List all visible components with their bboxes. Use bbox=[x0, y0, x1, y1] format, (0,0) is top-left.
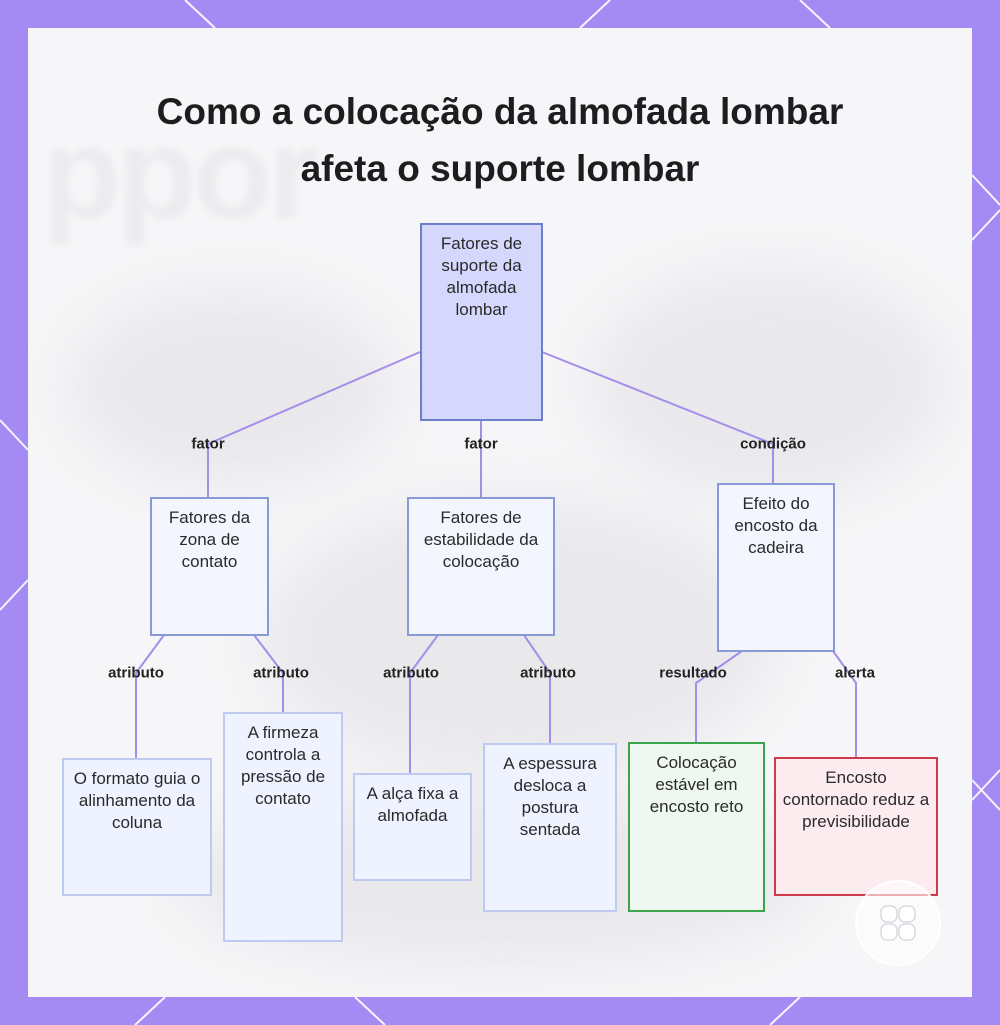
edge-label-alerta: alerta bbox=[834, 664, 876, 682]
node-stable-placement: Colocação estável em encosto reto bbox=[628, 742, 765, 912]
edge-label-atributo: atributo bbox=[253, 664, 309, 682]
edge-label-atributo: atributo bbox=[108, 664, 164, 682]
edge-root-backrest bbox=[541, 351, 774, 483]
edge-contact-firmness bbox=[253, 634, 284, 712]
edge-stability-thickness bbox=[523, 634, 551, 743]
edge-backrest-stable bbox=[695, 650, 743, 742]
node-firmness-pressure: A firmeza controla a pressão de contato bbox=[223, 712, 343, 942]
edge-label-fator: fator bbox=[464, 435, 498, 453]
edge-label-atributo: atributo bbox=[383, 664, 439, 682]
edge-label-condicao: condição bbox=[740, 435, 806, 453]
node-support-factors: Fatores de suporte da almofada lombar bbox=[420, 223, 543, 421]
node-strap-fixes: A alça fixa a almofada bbox=[353, 773, 472, 881]
edge-label-fator: fator bbox=[191, 435, 225, 453]
edge-contact-shape bbox=[135, 634, 165, 758]
background-blur bbox=[588, 268, 948, 498]
edge-backrest-contoured bbox=[832, 650, 857, 757]
node-contact-zone: Fatores da zona de contato bbox=[150, 497, 269, 636]
background-blur bbox=[68, 288, 398, 488]
edge-label-atributo: atributo bbox=[520, 664, 576, 682]
brand-logo-icon bbox=[855, 880, 941, 966]
node-thickness-posture: A espessura desloca a postura sentada bbox=[483, 743, 617, 912]
edge-stability-strap bbox=[409, 634, 439, 773]
title-line-1: Como a colocação da almofada lombar bbox=[156, 91, 844, 132]
node-contoured-backrest: Encosto contornado reduz a previsibilida… bbox=[774, 757, 938, 896]
edge-root-contact bbox=[207, 351, 421, 497]
node-shape-alignment: O formato guia o alinhamento da coluna bbox=[62, 758, 212, 896]
title-line-2: afeta o suporte lombar bbox=[300, 148, 700, 189]
node-backrest-effect: Efeito do encosto da cadeira bbox=[717, 483, 835, 652]
edge-label-resultado: resultado bbox=[659, 664, 727, 682]
brand-logo-icon-shape bbox=[880, 905, 916, 941]
page-title: Como a colocação da almofada lombar afet… bbox=[28, 83, 972, 197]
content-panel: ppor Como a colocação da almofada lombar… bbox=[28, 28, 972, 997]
background-decor: ppor bbox=[42, 100, 319, 246]
diagram-connectors bbox=[135, 351, 857, 773]
node-placement-stability: Fatores de estabilidade da colocação bbox=[407, 497, 555, 636]
